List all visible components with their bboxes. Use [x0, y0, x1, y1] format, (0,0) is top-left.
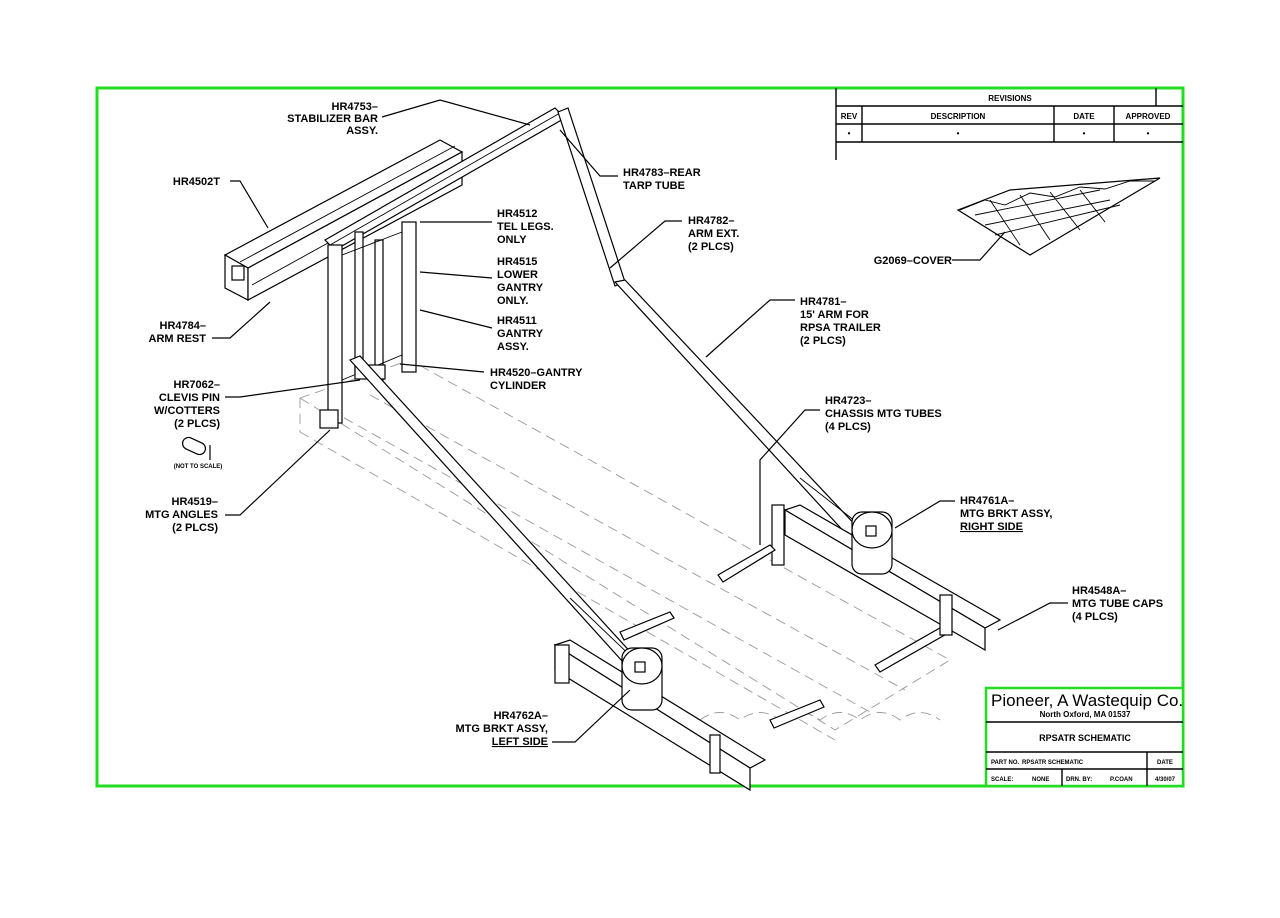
rev-header: REV [841, 112, 858, 121]
svg-text:CHASSIS MTG TUBES: CHASSIS MTG TUBES [825, 408, 942, 420]
scale-value: NONE [1032, 777, 1049, 783]
description-header: DESCRIPTION [931, 112, 986, 121]
cover-illustration [956, 177, 1161, 256]
svg-text:HR4782–: HR4782– [688, 215, 734, 227]
svg-text:HR4783–REAR: HR4783–REAR [623, 167, 701, 179]
gantry-assembly [319, 221, 417, 429]
svg-text:HR4761A–: HR4761A– [960, 495, 1014, 507]
svg-text:HR4762A–: HR4762A– [494, 710, 548, 722]
svg-text:(4 PLCS): (4 PLCS) [825, 421, 871, 433]
label-hr4502t: HR4502T [173, 176, 220, 188]
svg-text:(2 PLCS): (2 PLCS) [172, 522, 218, 534]
label-hr4512: HR4512 TEL LEGS. ONLY [497, 208, 554, 246]
label-hr4753: HR4753– STABILIZER BAR ASSY. [287, 101, 378, 137]
clevis-pin-icon: (NOT TO SCALE) [174, 436, 223, 470]
svg-text:HR4502T: HR4502T [173, 176, 220, 188]
label-hr4783: HR4783–REAR TARP TUBE [623, 167, 701, 192]
right-mounting-bracket [717, 504, 1002, 673]
svg-text:STABILIZER BAR: STABILIZER BAR [287, 113, 378, 125]
date-cell: • [1083, 129, 1086, 138]
date-value: 4/30/07 [1155, 777, 1176, 783]
svg-text:(2 PLCS): (2 PLCS) [688, 241, 734, 253]
label-hr4520: HR4520–GANTRY CYLINDER [490, 367, 583, 392]
not-to-scale-note: (NOT TO SCALE) [174, 464, 223, 470]
svg-text:(2 PLCS): (2 PLCS) [174, 418, 220, 430]
left-mounting-bracket [553, 611, 825, 792]
description-cell: • [957, 129, 960, 138]
svg-text:HR4723–: HR4723– [825, 395, 871, 407]
svg-text:W/COTTERS: W/COTTERS [154, 405, 220, 417]
label-hr4762a: HR4762A– MTG BRKT ASSY, LEFT SIDE [456, 710, 549, 748]
stabilizer-bar-assembly [223, 139, 464, 302]
svg-text:HR4519–: HR4519– [172, 496, 218, 508]
label-hr4548a: HR4548A– MTG TUBE CAPS (4 PLCS) [1072, 585, 1163, 623]
svg-text:(4 PLCS): (4 PLCS) [1072, 611, 1118, 623]
svg-text:LEFT SIDE: LEFT SIDE [492, 736, 548, 748]
drawn-by-label: DRN. BY: [1066, 777, 1092, 783]
company-name: Pioneer, A Wastequip Co. [991, 691, 1183, 710]
approved-header: APPROVED [1126, 112, 1171, 121]
svg-text:HR4515: HR4515 [497, 256, 537, 268]
drawing-title: RPSATR SCHEMATIC [1039, 733, 1131, 743]
date-label: DATE [1157, 760, 1173, 766]
approved-cell: • [1147, 129, 1150, 138]
svg-text:TARP TUBE: TARP TUBE [623, 180, 685, 192]
svg-text:RPSA TRAILER: RPSA TRAILER [800, 322, 881, 334]
svg-text:GANTRY: GANTRY [497, 282, 544, 294]
svg-text:ONLY.: ONLY. [497, 295, 528, 307]
svg-text:TEL LEGS.: TEL LEGS. [497, 221, 554, 233]
svg-text:CYLINDER: CYLINDER [490, 380, 546, 392]
title-block: Pioneer, A Wastequip Co. North Oxford, M… [984, 686, 1185, 788]
svg-text:15' ARM FOR: 15' ARM FOR [800, 309, 869, 321]
leader-lines [212, 99, 1068, 743]
svg-text:HR4548A–: HR4548A– [1072, 585, 1126, 597]
label-g2069: G2069–COVER [874, 255, 952, 267]
svg-text:HR4781–: HR4781– [800, 296, 846, 308]
label-hr4782: HR4782– ARM EXT. (2 PLCS) [688, 215, 739, 253]
label-hr4784: HR4784– ARM REST [149, 320, 207, 345]
part-no-value: RPSATR SCHEMATIC [1022, 760, 1084, 766]
svg-text:RIGHT SIDE: RIGHT SIDE [960, 521, 1023, 533]
date-header: DATE [1073, 112, 1095, 121]
revisions-table: REVISIONS REV DESCRIPTION DATE APPROVED … [835, 88, 1183, 160]
left-arm [348, 355, 647, 673]
svg-text:ASSY.: ASSY. [497, 341, 529, 353]
svg-text:ONLY: ONLY [497, 234, 527, 246]
svg-text:MTG BRKT ASSY,: MTG BRKT ASSY, [960, 508, 1053, 520]
svg-text:CLEVIS PIN: CLEVIS PIN [159, 392, 220, 404]
company-address: North Oxford, MA 01537 [1040, 710, 1131, 719]
revisions-title: REVISIONS [988, 94, 1032, 103]
drawing-border [95, 86, 1185, 788]
label-hr4781: HR4781– 15' ARM FOR RPSA TRAILER (2 PLCS… [800, 296, 881, 347]
svg-text:G2069–COVER: G2069–COVER [874, 255, 952, 267]
svg-text:ARM EXT.: ARM EXT. [688, 228, 739, 240]
svg-text:HR4784–: HR4784– [160, 320, 206, 332]
svg-text:MTG ANGLES: MTG ANGLES [145, 509, 218, 521]
svg-text:HR7062–: HR7062– [174, 379, 220, 391]
rev-cell: • [848, 129, 851, 138]
label-hr7062: HR7062– CLEVIS PIN W/COTTERS (2 PLCS) [154, 379, 220, 430]
svg-text:ASSY.: ASSY. [346, 125, 378, 137]
svg-text:ARM REST: ARM REST [149, 333, 207, 345]
label-hr4723: HR4723– CHASSIS MTG TUBES (4 PLCS) [825, 395, 942, 433]
part-no-label: PART NO. [991, 760, 1020, 766]
svg-text:HR4753–: HR4753– [332, 101, 378, 113]
label-hr4511: HR4511 GANTRY ASSY. [497, 315, 544, 353]
label-hr4761a: HR4761A– MTG BRKT ASSY, RIGHT SIDE [960, 495, 1053, 533]
svg-text:HR4512: HR4512 [497, 208, 537, 220]
svg-text:HR4520–GANTRY: HR4520–GANTRY [490, 367, 583, 379]
svg-text:MTG TUBE CAPS: MTG TUBE CAPS [1072, 598, 1163, 610]
svg-text:(2 PLCS): (2 PLCS) [800, 335, 846, 347]
label-hr4519: HR4519– MTG ANGLES (2 PLCS) [145, 496, 218, 534]
drawn-by-value: P.COAN [1110, 777, 1133, 783]
svg-text:GANTRY: GANTRY [497, 328, 544, 340]
scale-label: SCALE: [991, 777, 1013, 783]
svg-text:HR4511: HR4511 [497, 315, 537, 327]
svg-text:MTG BRKT ASSY,: MTG BRKT ASSY, [456, 723, 549, 735]
label-hr4515: HR4515 LOWER GANTRY ONLY. [497, 256, 544, 307]
svg-text:LOWER: LOWER [497, 269, 538, 281]
